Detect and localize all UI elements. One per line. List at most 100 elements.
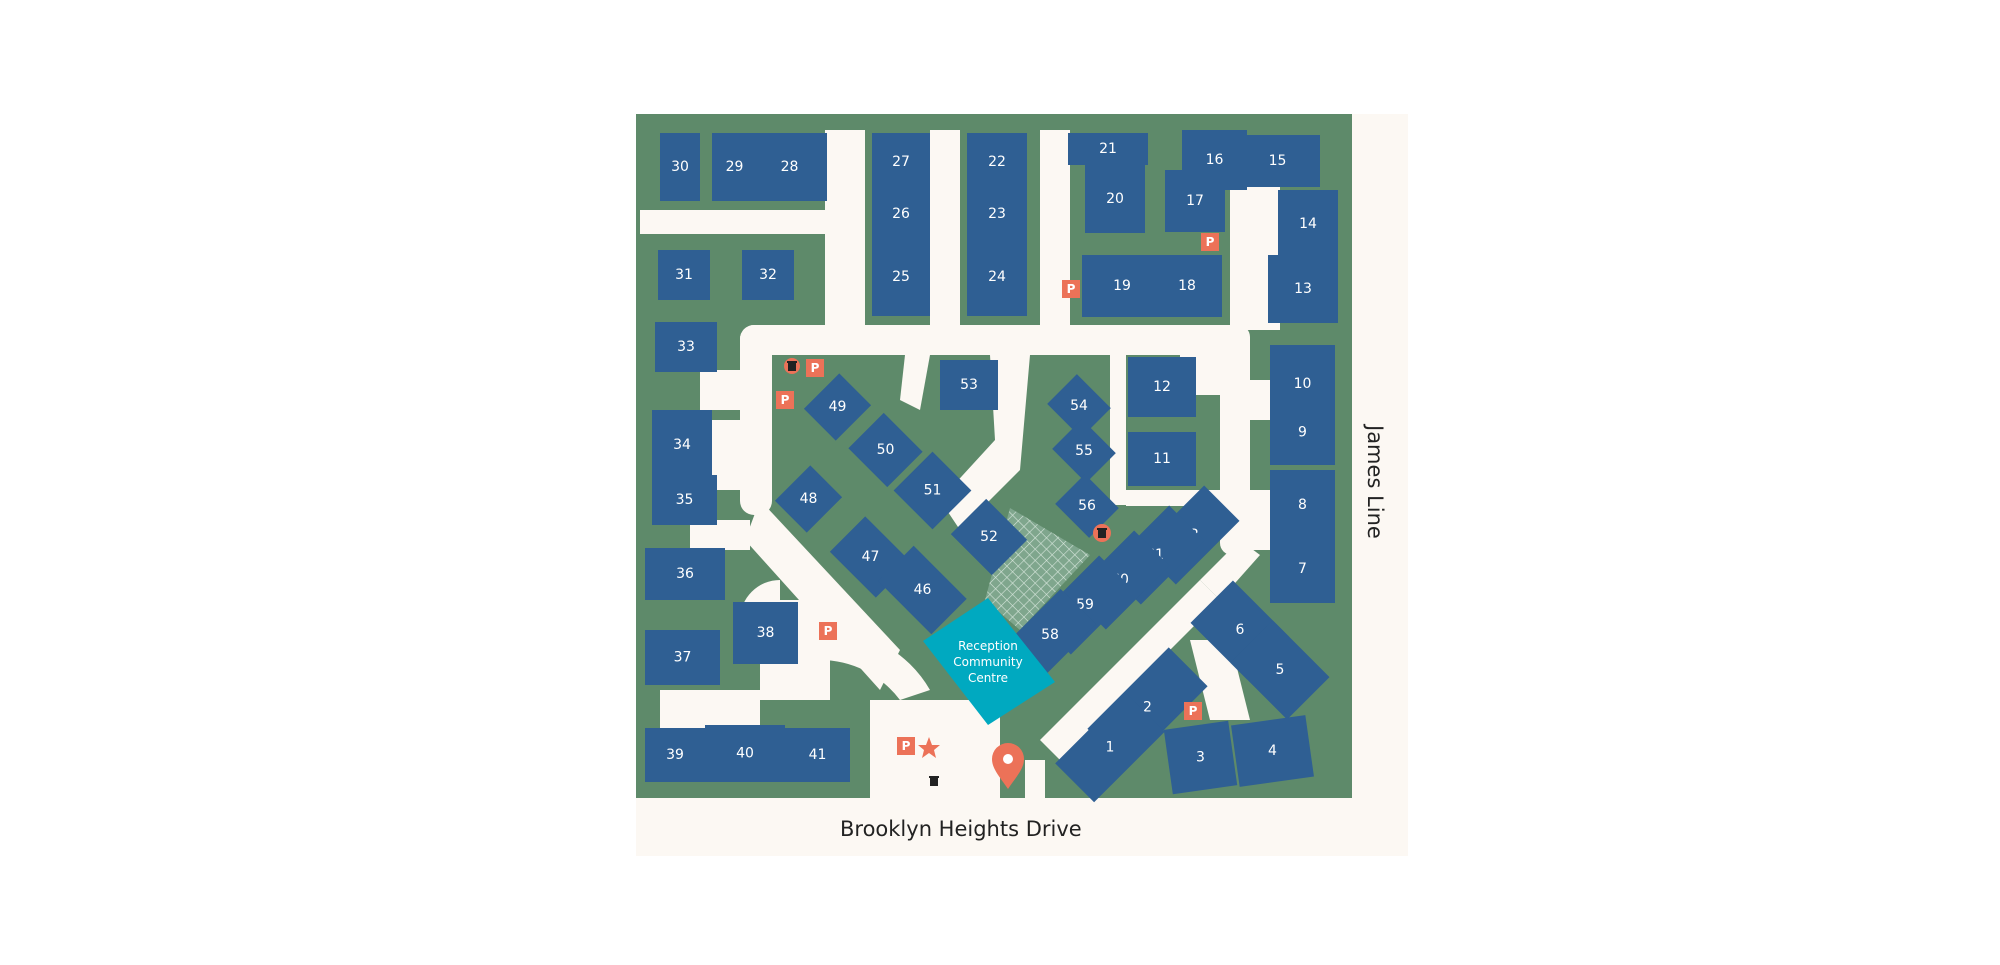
building-36[interactable]: 36 [645, 548, 725, 600]
parking-icon: P [819, 622, 837, 640]
building-19[interactable]: 19 [1082, 255, 1162, 317]
building-shape [967, 133, 1027, 191]
building-shape [742, 250, 794, 300]
building-11[interactable]: 11 [1128, 432, 1196, 486]
building-49[interactable]: 49 [803, 373, 872, 441]
building-50[interactable]: 50 [848, 412, 923, 488]
building-7[interactable]: 7 [1270, 535, 1335, 603]
building-number: 48 [800, 491, 818, 507]
building-54[interactable]: 54 [1047, 374, 1111, 438]
building-25[interactable]: 25 [872, 238, 930, 316]
building-39[interactable]: 39 [645, 728, 705, 782]
building-number: 38 [757, 625, 775, 641]
building-shape [1085, 165, 1145, 233]
building-shape [1230, 620, 1330, 720]
building-48[interactable]: 48 [774, 465, 843, 533]
parking-icon: P [1201, 233, 1219, 251]
building-shape [940, 360, 998, 410]
building-shape [1235, 135, 1320, 187]
building-shape [1278, 190, 1338, 258]
building-27[interactable]: 27 [872, 133, 930, 191]
building-number: 16 [1206, 152, 1224, 168]
svg-text:P: P [1189, 704, 1198, 718]
building-26[interactable]: 26 [872, 190, 930, 238]
building-8[interactable]: 8 [1270, 470, 1335, 540]
building-33[interactable]: 33 [655, 322, 717, 372]
building-28[interactable]: 28 [752, 133, 827, 201]
building-shape [1270, 535, 1335, 603]
building-number: 29 [726, 159, 744, 175]
reception-label-line1: Reception [958, 639, 1018, 653]
building-shape [1128, 432, 1196, 486]
building-37[interactable]: 37 [645, 630, 720, 685]
building-number: 53 [960, 377, 978, 393]
building-9[interactable]: 9 [1270, 400, 1335, 465]
building-46[interactable]: 46 [878, 545, 967, 635]
building-13[interactable]: 13 [1268, 255, 1338, 323]
parking-icon: P [1184, 702, 1202, 720]
location-pin-icon[interactable] [992, 743, 1024, 789]
building-24[interactable]: 24 [967, 238, 1027, 316]
building-shape [1152, 255, 1222, 317]
building-number: 3 [1196, 750, 1205, 766]
building-41[interactable]: 41 [785, 728, 850, 782]
building-shape [1163, 720, 1238, 795]
building-shape [967, 238, 1027, 316]
building-number: 30 [671, 159, 689, 175]
reception-label-line2: Community [953, 655, 1022, 669]
building-20[interactable]: 20 [1085, 165, 1145, 233]
building-32[interactable]: 32 [742, 250, 794, 300]
building-51[interactable]: 51 [893, 451, 972, 530]
building-shape [712, 133, 757, 201]
building-30[interactable]: 30 [660, 133, 700, 201]
building-29[interactable]: 29 [712, 133, 757, 201]
building-35[interactable]: 35 [652, 475, 717, 525]
building-shape [705, 725, 785, 782]
building-shape [1068, 133, 1148, 165]
building-shape [645, 630, 720, 685]
building-shape [733, 602, 798, 664]
building-14[interactable]: 14 [1278, 190, 1338, 258]
building-12[interactable]: 12 [1128, 357, 1196, 417]
building-4[interactable]: 4 [1231, 715, 1314, 787]
building-shape [1231, 715, 1314, 787]
building-55[interactable]: 55 [1052, 419, 1116, 483]
building-shape [967, 190, 1027, 238]
building-34[interactable]: 34 [652, 410, 712, 480]
building-15[interactable]: 15 [1235, 135, 1320, 187]
building-21[interactable]: 21 [1068, 133, 1148, 165]
building-number: 36 [676, 566, 694, 582]
reception-community-centre[interactable]: Reception Community Centre [923, 598, 1055, 725]
reception-building [923, 598, 1055, 725]
trash-icon [929, 776, 939, 786]
building-shape [655, 322, 717, 372]
building-shape [803, 373, 872, 441]
building-shape [872, 133, 930, 191]
building-shape [848, 412, 923, 488]
building-52[interactable]: 52 [950, 498, 1028, 576]
street-label-east: James Line [1363, 423, 1387, 539]
building-23[interactable]: 23 [967, 190, 1027, 238]
building-40[interactable]: 40 [705, 725, 785, 782]
building-56[interactable]: 56 [1055, 474, 1119, 538]
building-3[interactable]: 3 [1163, 720, 1238, 795]
building-shape [652, 410, 712, 480]
building-18[interactable]: 18 [1152, 255, 1222, 317]
building-number: 32 [759, 267, 777, 283]
building-22[interactable]: 22 [967, 133, 1027, 191]
building-38[interactable]: 38 [733, 602, 798, 664]
building-31[interactable]: 31 [658, 250, 710, 300]
parking-icon: P [806, 359, 824, 377]
svg-text:P: P [811, 361, 820, 375]
building-number: 9 [1298, 425, 1307, 441]
building-1[interactable]: 1 [1055, 692, 1165, 803]
building-5[interactable]: 5 [1230, 620, 1330, 720]
trash-icon [1093, 524, 1111, 542]
building-shape [950, 498, 1028, 576]
building-shape [1055, 474, 1119, 538]
building-53[interactable]: 53 [940, 360, 998, 410]
building-shape [893, 451, 972, 530]
building-shape [1052, 419, 1116, 483]
building-number: 1 [1106, 740, 1115, 756]
parking-icon: P [776, 391, 794, 409]
